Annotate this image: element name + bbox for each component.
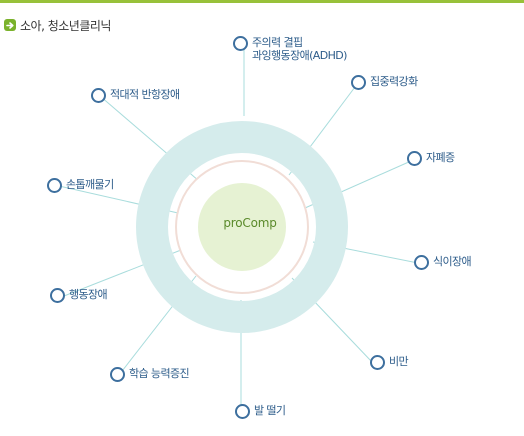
arrow-right-icon (4, 19, 16, 31)
node-circle-icon (110, 367, 125, 382)
node-circle-icon (235, 404, 250, 419)
node-circle-icon (407, 151, 422, 166)
node-label-adhd: 주의력 결핍 과잉행동장애(ADHD) (252, 36, 347, 62)
center-circle (198, 183, 286, 271)
node-conduct-disorder[interactable]: 행동장애 (50, 288, 108, 303)
outer-ring (136, 121, 348, 333)
node-label-nail-picking: 손톱깨물기 (66, 178, 114, 191)
section-title: 소아, 청소년클리닉 (20, 18, 111, 33)
node-label-oppositional: 적대적 반항장애 (110, 88, 180, 101)
node-label-conduct-disorder: 행동장애 (69, 288, 108, 301)
node-circle-icon (91, 88, 106, 103)
node-circle-icon (414, 255, 429, 270)
node-adhd[interactable]: 주의력 결핍 과잉행동장애(ADHD) (233, 36, 347, 62)
node-oppositional[interactable]: 적대적 반항장애 (91, 88, 180, 103)
node-nail-picking[interactable]: 손톱깨물기 (47, 178, 114, 193)
node-circle-icon (233, 36, 248, 51)
node-circle-icon (351, 75, 366, 90)
node-circle-icon (370, 355, 385, 370)
node-label-concentration: 집중력강화 (370, 75, 418, 88)
node-obesity[interactable]: 비만 (370, 355, 409, 370)
node-label-learning: 학습 능력증진 (129, 367, 190, 380)
node-autism[interactable]: 자폐증 (407, 151, 455, 166)
node-concentration[interactable]: 집중력강화 (351, 75, 418, 90)
node-label-eating-disorder: 식이장애 (433, 255, 472, 268)
node-circle-icon (50, 288, 65, 303)
top-accent-rule (0, 0, 524, 3)
node-label-autism: 자폐증 (426, 151, 455, 164)
node-nail-biting[interactable]: 발 떨기 (235, 404, 286, 419)
node-eating-disorder[interactable]: 식이장애 (414, 255, 472, 270)
section-header: 소아, 청소년클리닉 (4, 16, 111, 34)
center-label: proComp (223, 216, 277, 230)
node-learning[interactable]: 학습 능력증진 (110, 367, 190, 382)
node-label-obesity: 비만 (389, 355, 409, 368)
node-circle-icon (47, 178, 62, 193)
node-label-nail-biting: 발 떨기 (254, 404, 286, 417)
